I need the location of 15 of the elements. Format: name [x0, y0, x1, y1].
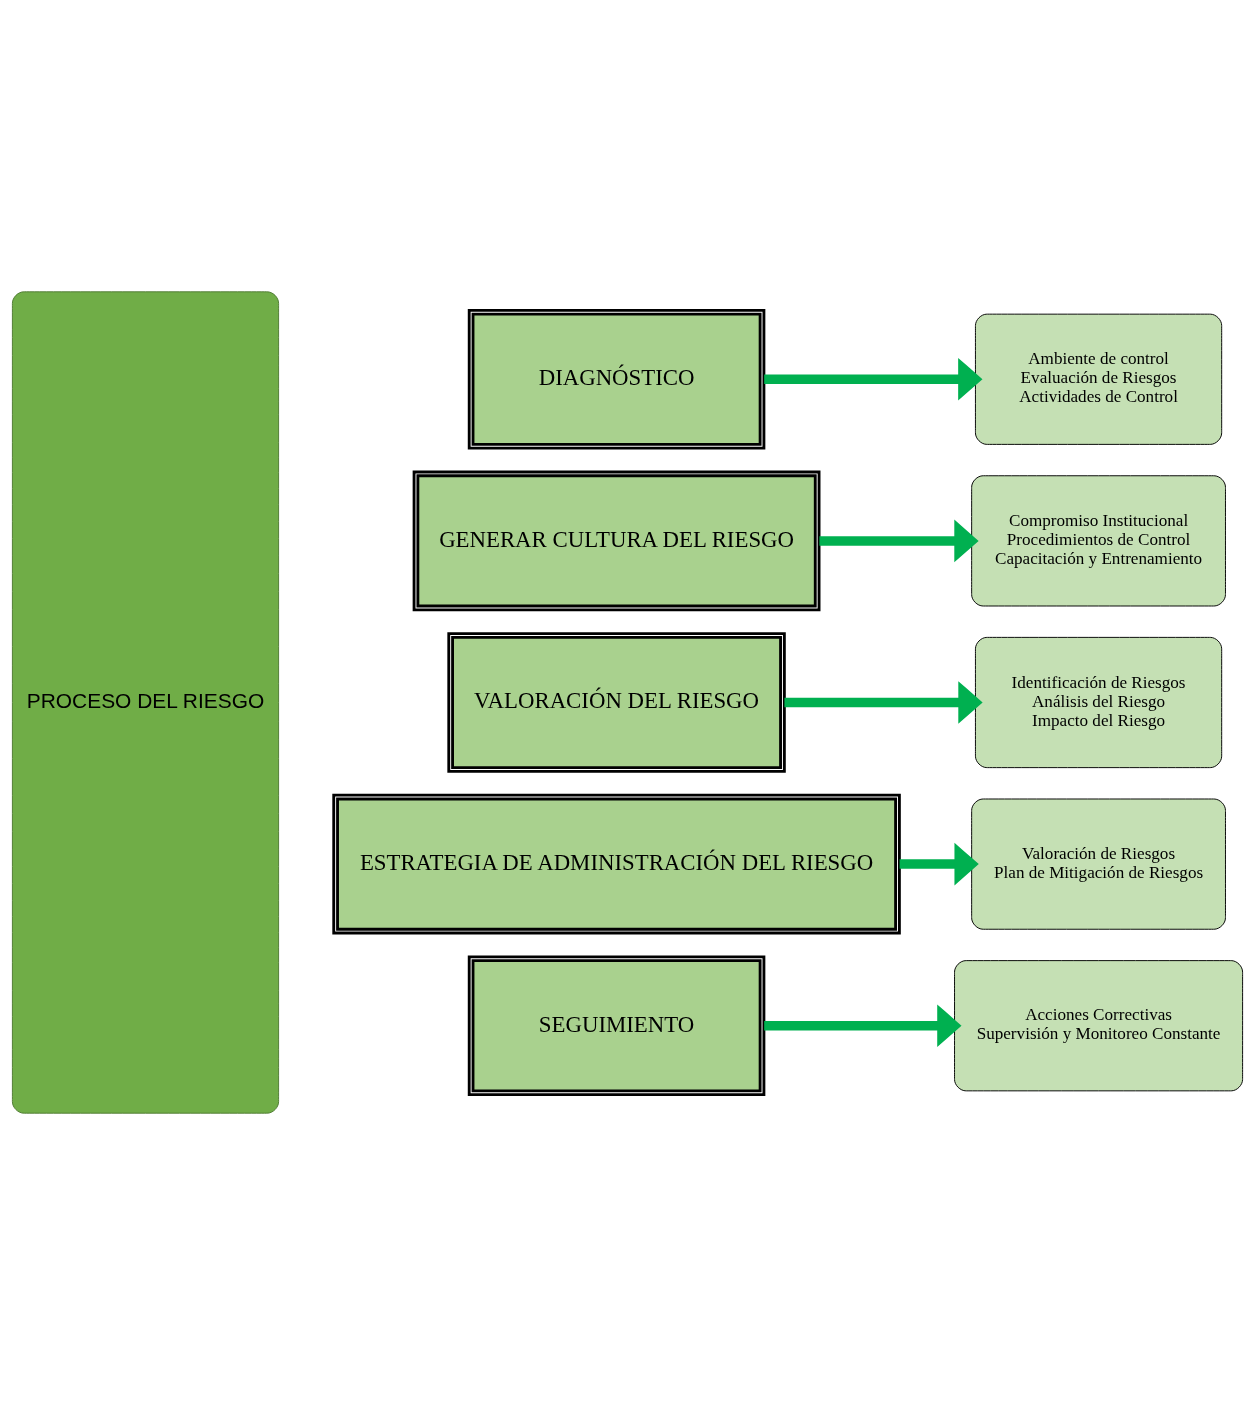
- arrow: [764, 1004, 962, 1047]
- arrow: [784, 681, 983, 724]
- node-box: Identificación de Riesgos Análisis del Riesgo Impacto del Riesgo: [974, 636, 1223, 769]
- node-box: PROCESO DEL RIESGO: [11, 291, 280, 1114]
- node-box: Compromiso Institucional Procedimientos de Control Capacitación y Entrenamiento: [971, 475, 1226, 607]
- arrow: [764, 357, 983, 401]
- arrow: [819, 519, 979, 563]
- node-box: Ambiente de control Evaluación de Riesgos Actividades de Control: [974, 313, 1223, 445]
- node-box: ESTRATEGIA DE ADMINISTRACIÓN DEL RIESGO: [332, 793, 901, 935]
- node-box: Acciones Correctivas Supervisión y Monitoreo Constante: [954, 960, 1244, 1092]
- arrow: [899, 842, 979, 886]
- node-box: SEGUIMIENTO: [467, 955, 766, 1097]
- node-box: Valoración de Riesgos Plan de Mitigación de Riesgos: [971, 798, 1226, 930]
- node-box: GENERAR CULTURA DEL RIESGO: [412, 470, 821, 612]
- node-box: DIAGNÓSTICO: [467, 308, 766, 450]
